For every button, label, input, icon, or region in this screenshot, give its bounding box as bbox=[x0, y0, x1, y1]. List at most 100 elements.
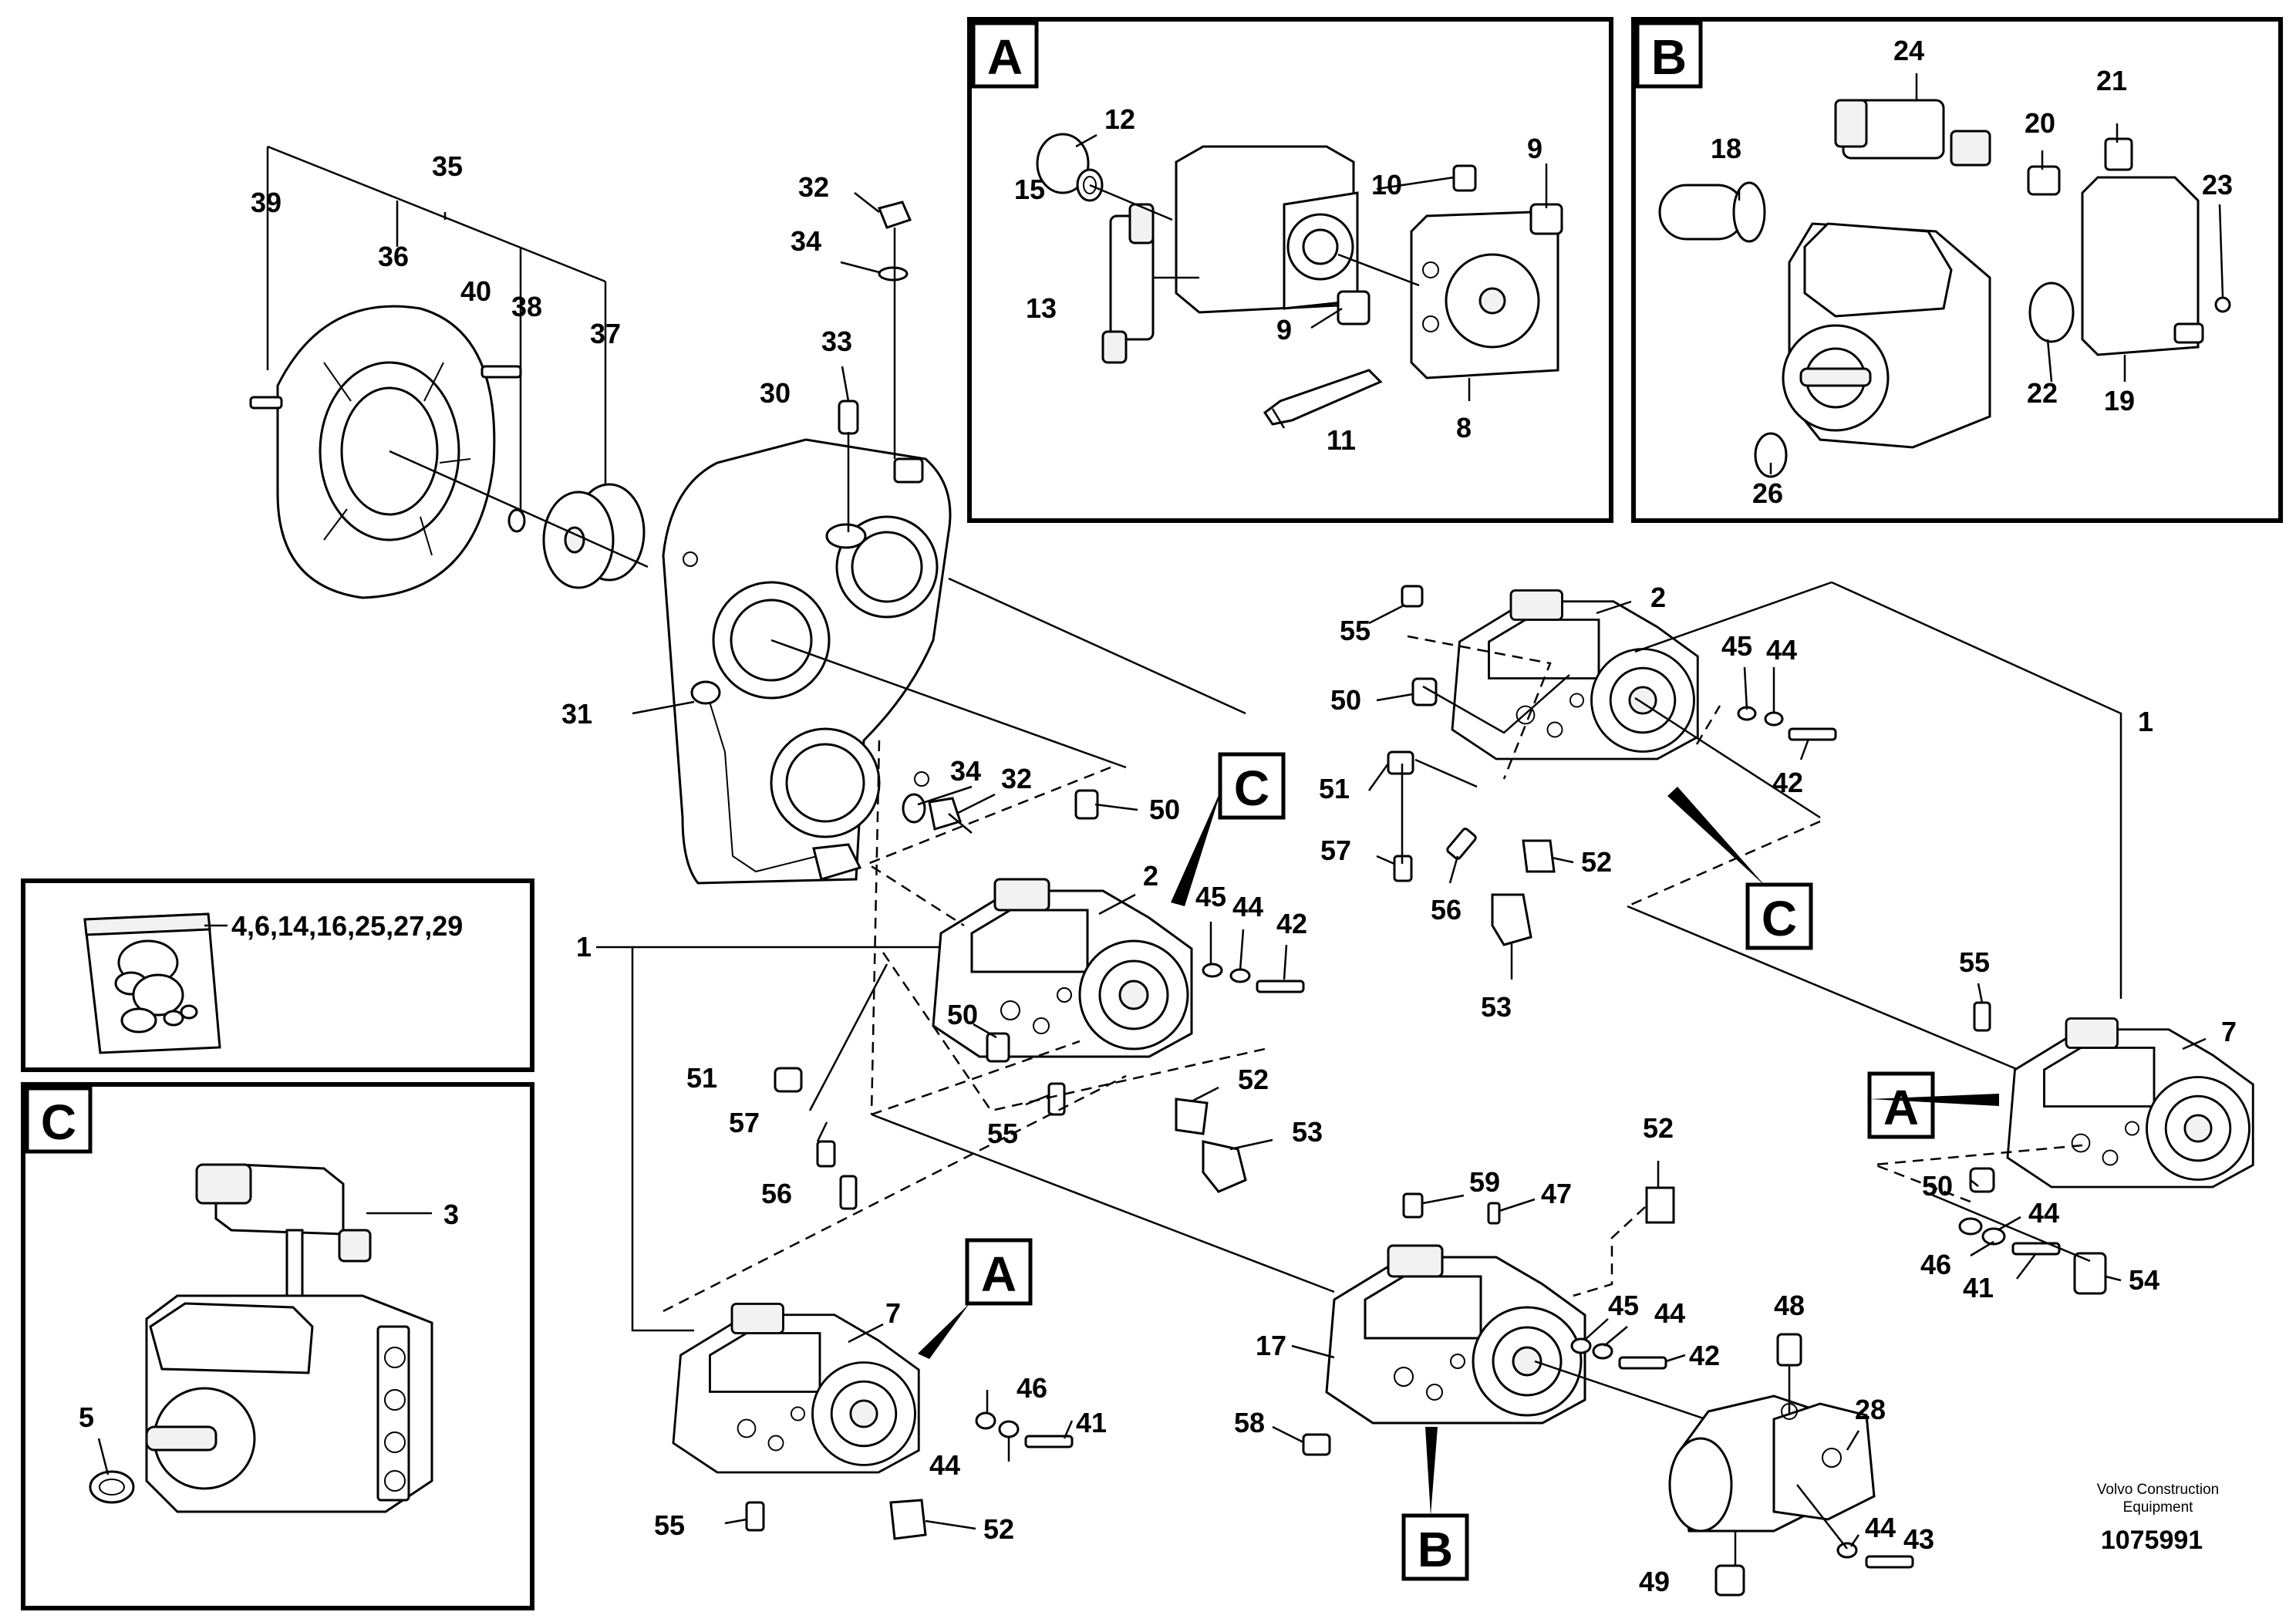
leader-top-50 bbox=[1422, 674, 1570, 734]
bolt-42-bottom bbox=[1618, 1356, 1667, 1370]
bracket-35 bbox=[266, 145, 607, 513]
line-right-bolt bbox=[1923, 1190, 2091, 1263]
line-28-bolt bbox=[1796, 1484, 1848, 1549]
callout-48: 48 bbox=[1774, 1290, 1805, 1321]
callout-59: 59 bbox=[1469, 1166, 1500, 1198]
short-leaders bbox=[724, 73, 2224, 1547]
washer-44-top bbox=[1764, 711, 1784, 727]
callout-50-right: 50 bbox=[1922, 1170, 1953, 1202]
callout-12: 12 bbox=[1104, 103, 1135, 135]
callout-37: 37 bbox=[590, 318, 621, 349]
callout-45-center: 45 bbox=[1195, 881, 1226, 912]
callout-55-center: 55 bbox=[987, 1118, 1018, 1149]
pump-7-right bbox=[2006, 1017, 2254, 1189]
svg-text:C: C bbox=[41, 1094, 76, 1150]
svg-text:B: B bbox=[1651, 29, 1687, 85]
washer-38 bbox=[507, 508, 526, 533]
dash-center-1 bbox=[870, 740, 881, 1115]
callout-46-right: 46 bbox=[1920, 1249, 1951, 1280]
bolt-43 bbox=[1865, 1555, 1914, 1569]
callout-17: 17 bbox=[1256, 1330, 1286, 1361]
callout-47: 47 bbox=[1541, 1178, 1572, 1209]
leader-51-top bbox=[1414, 758, 1478, 788]
plug-55-right bbox=[1973, 1001, 1991, 1032]
tag-c-center-pointer bbox=[1171, 787, 1222, 906]
line-top-out bbox=[1634, 696, 1821, 819]
washer-34-top bbox=[878, 266, 909, 282]
callout-19: 19 bbox=[2104, 385, 2135, 416]
tag-c-right-pointer bbox=[1667, 787, 1766, 887]
callout-32-mid: 32 bbox=[1001, 763, 1032, 794]
washer-44-b17 bbox=[1592, 1343, 1613, 1360]
washer-44-bottom bbox=[998, 1420, 1020, 1438]
dash-bottom-7 bbox=[663, 1074, 1127, 1313]
callout-53-top: 53 bbox=[1481, 991, 1512, 1023]
adapter-52-b7 bbox=[889, 1499, 927, 1540]
callout-42-center: 42 bbox=[1276, 908, 1307, 939]
svg-text:B: B bbox=[1418, 1522, 1453, 1577]
line-housing-mid bbox=[770, 639, 1127, 769]
bolt-42-top bbox=[1788, 727, 1837, 741]
dash-center-2 bbox=[865, 766, 1111, 927]
callout-54: 54 bbox=[2129, 1264, 2159, 1296]
tag-b-bottom-pointer bbox=[1425, 1427, 1438, 1516]
detail-c-frame bbox=[21, 1082, 534, 1610]
dash-top-1 bbox=[1407, 635, 1552, 780]
washer-44-center bbox=[1229, 968, 1251, 983]
breather-33 bbox=[838, 400, 859, 435]
leader-a-15 bbox=[1089, 184, 1173, 221]
fitting-57-center bbox=[816, 1140, 836, 1168]
line-1-left bbox=[596, 946, 694, 1332]
callout-32-top: 32 bbox=[798, 171, 829, 203]
callout-50-center-bottom: 50 bbox=[947, 999, 978, 1030]
washer-46-bottom bbox=[975, 1411, 996, 1430]
callout-41-right: 41 bbox=[1963, 1272, 1994, 1303]
callout-30: 30 bbox=[760, 377, 791, 409]
bolt-41-bottom bbox=[1024, 1435, 1074, 1448]
tag-a-bottom: A bbox=[965, 1238, 1033, 1306]
callout-7-bottom: 7 bbox=[885, 1297, 901, 1329]
callout-23: 23 bbox=[2202, 169, 2233, 201]
gear-housing-30 bbox=[662, 438, 952, 885]
callout-36: 36 bbox=[378, 241, 409, 272]
callout-46-bottom: 46 bbox=[1017, 1372, 1047, 1404]
washer-44-right bbox=[1958, 1217, 1983, 1236]
credit-line-2: Equipment bbox=[2123, 1499, 2194, 1516]
callout-21: 21 bbox=[2096, 65, 2127, 96]
kit-frame bbox=[21, 878, 534, 1072]
callout-50-center-top: 50 bbox=[1149, 794, 1180, 825]
bolt-40 bbox=[480, 365, 522, 379]
leader-c-5 bbox=[97, 1438, 110, 1475]
axis-36-30 bbox=[389, 450, 649, 568]
callout-39: 39 bbox=[251, 187, 282, 218]
callout-31: 31 bbox=[561, 698, 592, 730]
adapter-52-top bbox=[1522, 839, 1556, 873]
callout-56-center: 56 bbox=[761, 1178, 792, 1209]
fitting-56-center bbox=[839, 1175, 858, 1210]
callout-52-center: 52 bbox=[1238, 1064, 1269, 1095]
callout-33: 33 bbox=[821, 325, 852, 357]
tag-c-box: C bbox=[25, 1086, 93, 1154]
callout-2-center: 2 bbox=[1143, 860, 1158, 892]
pump-2-top bbox=[1451, 589, 1699, 760]
callout-1-left: 1 bbox=[576, 931, 592, 963]
callout-42-bottom: 42 bbox=[1689, 1340, 1720, 1371]
callout-9-a: 9 bbox=[1527, 133, 1542, 164]
callout-2-top: 2 bbox=[1650, 582, 1666, 613]
elbow-53-top bbox=[1491, 893, 1532, 946]
fitting-56-top bbox=[1446, 828, 1477, 860]
detail-b-parts bbox=[1658, 99, 2231, 478]
fitting-50-right bbox=[1969, 1167, 1995, 1193]
svg-text:A: A bbox=[987, 29, 1023, 85]
callout-44-right: 44 bbox=[2028, 1197, 2059, 1229]
elbow-53-center bbox=[1202, 1140, 1247, 1193]
washer-34-mid bbox=[902, 793, 926, 824]
callout-44-b7: 44 bbox=[929, 1449, 960, 1481]
callout-5: 5 bbox=[79, 1401, 94, 1433]
line-1-right bbox=[1831, 581, 2122, 999]
tag-a-bottom-pointer bbox=[918, 1303, 969, 1359]
callout-41-bottom: 41 bbox=[1076, 1407, 1107, 1438]
callout-55-b7: 55 bbox=[654, 1509, 685, 1541]
tag-c-center: C bbox=[1218, 752, 1286, 820]
detail-a-frame bbox=[967, 17, 1613, 523]
